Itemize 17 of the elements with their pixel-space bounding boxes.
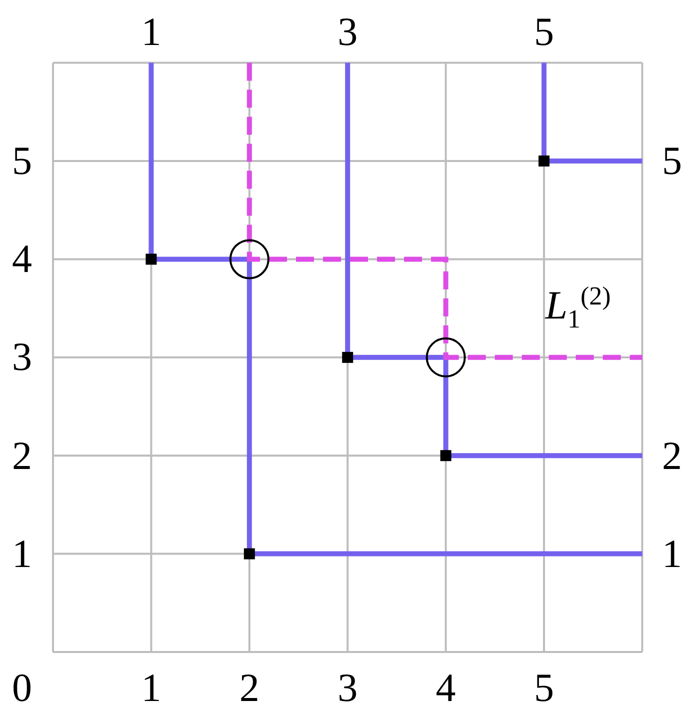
tick-label: 2 [12, 436, 32, 476]
tick-label: 4 [12, 239, 32, 280]
tick-label: 0 [12, 668, 32, 708]
tick-label: 5 [662, 141, 682, 181]
tick-label: 5 [12, 141, 32, 181]
tick-label: 5 [534, 668, 554, 708]
tick-label: 1 [662, 534, 682, 574]
tick-label: 2 [239, 668, 260, 708]
tick-label: 1 [12, 534, 32, 574]
tick-label: 3 [12, 337, 32, 378]
tick-label: 2 [662, 436, 682, 476]
tick-label: 4 [436, 668, 456, 708]
tick-label: 1 [141, 12, 162, 52]
tick-label: 1 [141, 668, 162, 708]
tick-label: 5 [534, 12, 554, 52]
tick-label: 3 [338, 12, 358, 52]
tick-label: 3 [338, 668, 358, 708]
